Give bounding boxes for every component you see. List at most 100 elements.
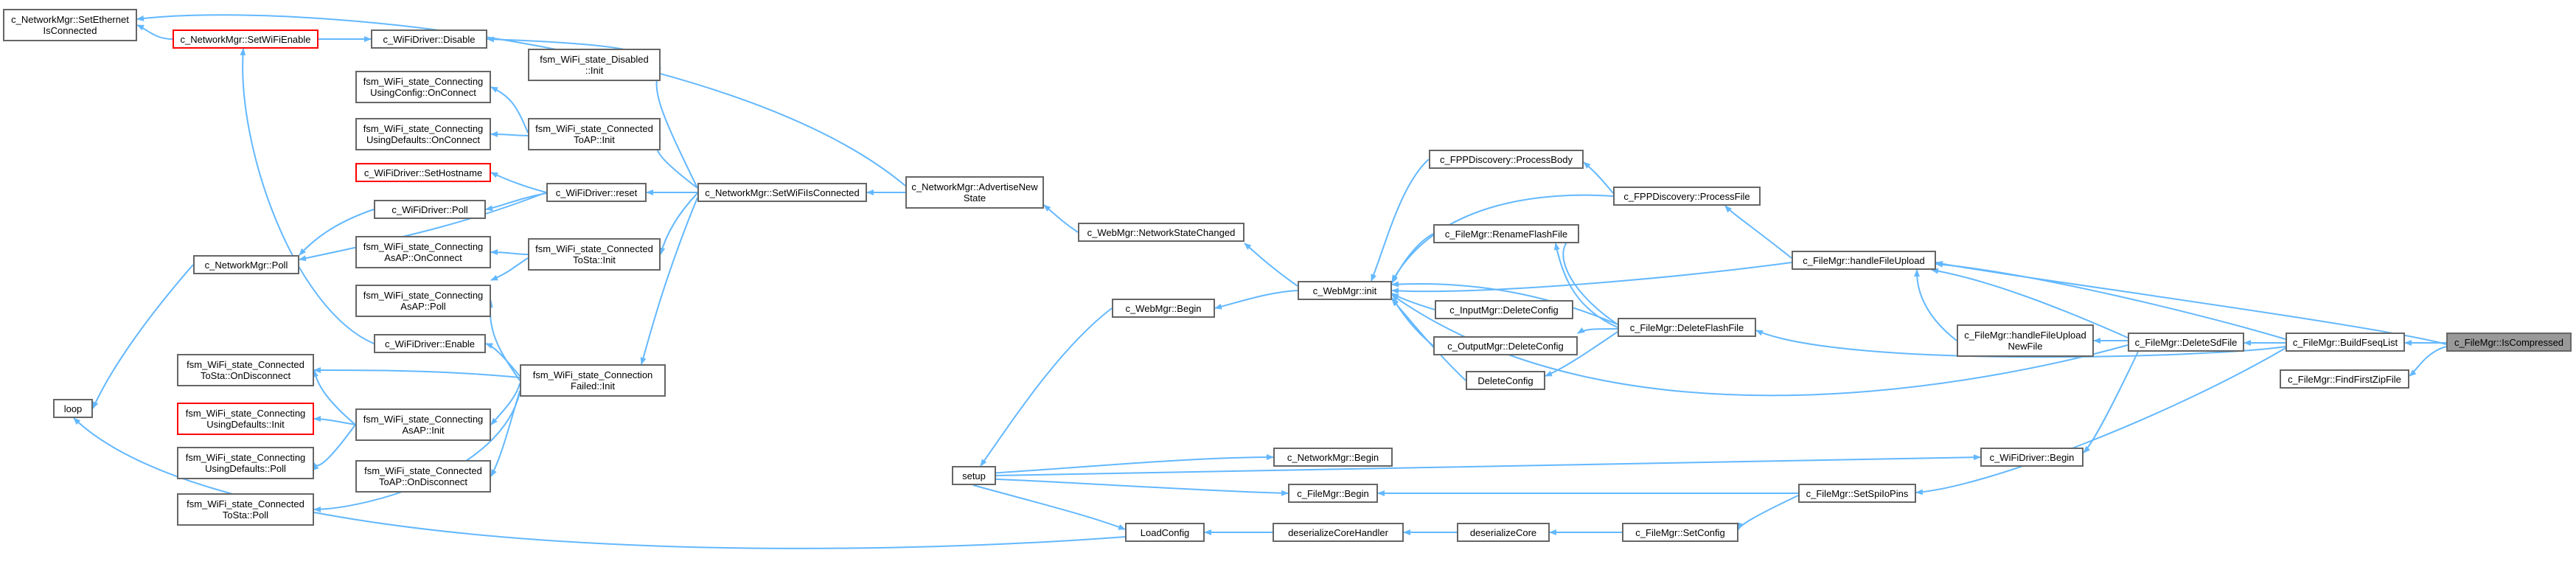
call-edge	[136, 14, 906, 187]
node-fsm-connecting-asap-init[interactable]: fsm_WiFi_state_Connecting AsAP::Init	[355, 408, 491, 441]
call-edge	[2409, 346, 2447, 377]
node-fsm-connecting-using-config-onconnect[interactable]: fsm_WiFi_state_Connecting UsingConfig::O…	[355, 71, 491, 103]
call-edge	[490, 249, 529, 256]
node-filemgr-delete-flash-file[interactable]: c_FileMgr::DeleteFlashFile	[1618, 318, 1756, 337]
node-filemgr-set-config[interactable]: c_FileMgr::SetConfig	[1622, 523, 1738, 542]
call-edge	[2083, 351, 2139, 453]
call-edge	[313, 367, 521, 378]
node-set-wifi-enable[interactable]: c_NetworkMgr::SetWiFiEnable	[173, 29, 318, 49]
node-advertise-new-state[interactable]: c_NetworkMgr::AdvertiseNew State	[905, 176, 1044, 209]
node-filemgr-delete-sd-file[interactable]: c_FileMgr::DeleteSdFile	[2128, 333, 2244, 352]
node-loop[interactable]: loop	[53, 399, 93, 418]
call-edge	[1043, 204, 1079, 233]
node-fsm-connected-toap-ondisconnect[interactable]: fsm_WiFi_state_Connected ToAP::OnDisconn…	[355, 460, 491, 493]
call-edge	[1391, 262, 1792, 294]
node-wifidriver-poll[interactable]: c_WiFiDriver::Poll	[374, 200, 486, 219]
call-edge	[490, 131, 529, 138]
node-fsm-connection-failed-init[interactable]: fsm_WiFi_state_Connection Failed::Init	[520, 364, 666, 397]
node-fsm-connecting-using-defaults-poll[interactable]: fsm_WiFi_state_Connecting UsingDefaults:…	[177, 447, 314, 479]
node-fpp-process-file[interactable]: c_FPPDiscovery::ProcessFile	[1613, 187, 1761, 206]
node-filemgr-handle-file-upload[interactable]: c_FileMgr::handleFileUpload	[1792, 251, 1936, 270]
call-edge	[972, 484, 1126, 530]
call-edge	[1391, 281, 1618, 325]
node-wifidriver-reset[interactable]: c_WiFiDriver::reset	[546, 183, 647, 202]
node-filemgr-find-first-zip-file[interactable]: c_FileMgr::FindFirstZipFile	[2280, 369, 2409, 389]
call-edge	[1914, 269, 1957, 341]
call-edge	[1577, 327, 1618, 334]
call-edge	[490, 257, 529, 281]
node-fsm-connecting-using-defaults-init[interactable]: fsm_WiFi_state_Connecting UsingDefaults:…	[177, 403, 314, 435]
call-edge	[490, 383, 521, 425]
call-edge	[1371, 159, 1430, 282]
node-filemgr-handle-file-upload-new-file[interactable]: c_FileMgr::handleFileUpload NewFile	[1957, 324, 2094, 357]
call-edge	[73, 417, 1126, 549]
node-set-ethernet-is-connected[interactable]: c_NetworkMgr::SetEthernet IsConnected	[3, 9, 137, 41]
node-loadconfig[interactable]: LoadConfig	[1125, 523, 1205, 542]
call-edge	[1738, 495, 1799, 530]
node-deserialize-core-handler[interactable]: deserializeCoreHandler	[1273, 523, 1404, 542]
call-edge	[1214, 290, 1298, 310]
node-wifidriver-enable[interactable]: c_WiFiDriver::Enable	[374, 334, 486, 353]
node-fsm-disabled-init[interactable]: fsm_WiFi_state_Disabled ::Init	[528, 49, 661, 81]
call-edge	[487, 300, 521, 381]
call-edge	[980, 307, 1113, 467]
call-edge	[299, 192, 547, 262]
call-edge	[1391, 293, 1435, 310]
call-edge	[951, 477, 1289, 496]
call-edge	[653, 139, 698, 189]
call-edge	[240, 48, 375, 344]
node-outputmgr-delete-config[interactable]: c_OutputMgr::DeleteConfig	[1433, 336, 1578, 355]
node-networkmgr-poll[interactable]: c_NetworkMgr::Poll	[193, 255, 299, 274]
call-edge	[490, 390, 521, 477]
call-edge	[1545, 331, 1618, 377]
call-edge	[490, 172, 547, 193]
node-webmgr-begin[interactable]: c_WebMgr::Begin	[1112, 299, 1215, 318]
node-webmgr-network-state-changed[interactable]: c_WebMgr::NetworkStateChanged	[1078, 223, 1245, 242]
call-edge	[1583, 161, 1614, 194]
call-edge	[485, 343, 521, 377]
call-edge	[1391, 194, 1614, 282]
node-setwifi-isconnected[interactable]: c_NetworkMgr::SetWiFiIsConnected	[697, 183, 867, 202]
call-edge	[313, 424, 356, 470]
call-edge	[1391, 297, 1434, 347]
call-edge	[490, 86, 529, 133]
node-wifidriver-sethostname[interactable]: c_WiFiDriver::SetHostname	[355, 163, 491, 182]
node-inputmgr-delete-config[interactable]: c_InputMgr::DeleteConfig	[1435, 300, 1573, 319]
call-edge	[655, 67, 698, 189]
node-delete-config[interactable]: DeleteConfig	[1466, 371, 1545, 390]
call-edge	[995, 454, 1981, 476]
node-wifidriver-disable[interactable]: c_WiFiDriver::Disable	[371, 29, 487, 49]
call-edge	[659, 192, 698, 255]
node-networkmgr-begin[interactable]: c_NetworkMgr::Begin	[1273, 448, 1393, 467]
node-deserialize-core[interactable]: deserializeCore	[1457, 523, 1550, 542]
node-fsm-connecting-asap-poll[interactable]: fsm_WiFi_state_Connecting AsAP::Poll	[355, 285, 491, 317]
node-fsm-connected-tosta-ondisconnect[interactable]: fsm_WiFi_state_Connected ToSta::OnDiscon…	[177, 354, 314, 386]
node-fsm-connected-tosta-poll[interactable]: fsm_WiFi_state_Connected ToSta::Poll	[177, 493, 314, 526]
call-edge	[1915, 347, 2286, 495]
node-filemgr-is-compressed[interactable]: c_FileMgr::IsCompressed	[2446, 333, 2572, 352]
node-fsm-connected-tosta-init[interactable]: fsm_WiFi_state_Connected ToSta::Init	[528, 238, 661, 271]
call-edge	[1553, 243, 1618, 328]
call-edge	[136, 24, 173, 40]
call-edge	[1244, 243, 1298, 287]
node-fpp-process-body[interactable]: c_FPPDiscovery::ProcessBody	[1429, 150, 1584, 169]
node-filemgr-build-fseq-list[interactable]: c_FileMgr::BuildFseqList	[2286, 333, 2405, 352]
node-fsm-connecting-using-defaults-onconnect[interactable]: fsm_WiFi_state_Connecting UsingDefaults:…	[355, 118, 491, 150]
node-wifidriver-begin[interactable]: c_WiFiDriver::Begin	[1980, 448, 2084, 467]
call-edge	[1391, 233, 1434, 284]
node-webmgr-init[interactable]: c_WebMgr::init	[1298, 281, 1392, 300]
call-edge	[1391, 299, 1466, 381]
node-setup[interactable]: setup	[952, 466, 996, 485]
call-edge	[1935, 261, 2286, 340]
call-edge	[313, 369, 356, 425]
node-fsm-connecting-asap-onconnect[interactable]: fsm_WiFi_state_Connecting AsAP::OnConnec…	[355, 236, 491, 268]
call-edge	[92, 264, 194, 409]
call-edge	[1931, 268, 2128, 338]
node-fsm-connected-toap-init[interactable]: fsm_WiFi_state_Connected ToAP::Init	[528, 118, 661, 150]
node-filemgr-set-spi-io-pins[interactable]: c_FileMgr::SetSpiIoPins	[1798, 484, 1916, 503]
node-filemgr-rename-flash-file[interactable]: c_FileMgr::RenameFlashFile	[1433, 224, 1579, 243]
call-edge	[640, 197, 698, 365]
call-edge	[299, 209, 375, 256]
call-edge	[1724, 205, 1792, 259]
node-filemgr-begin[interactable]: c_FileMgr::Begin	[1288, 484, 1378, 503]
